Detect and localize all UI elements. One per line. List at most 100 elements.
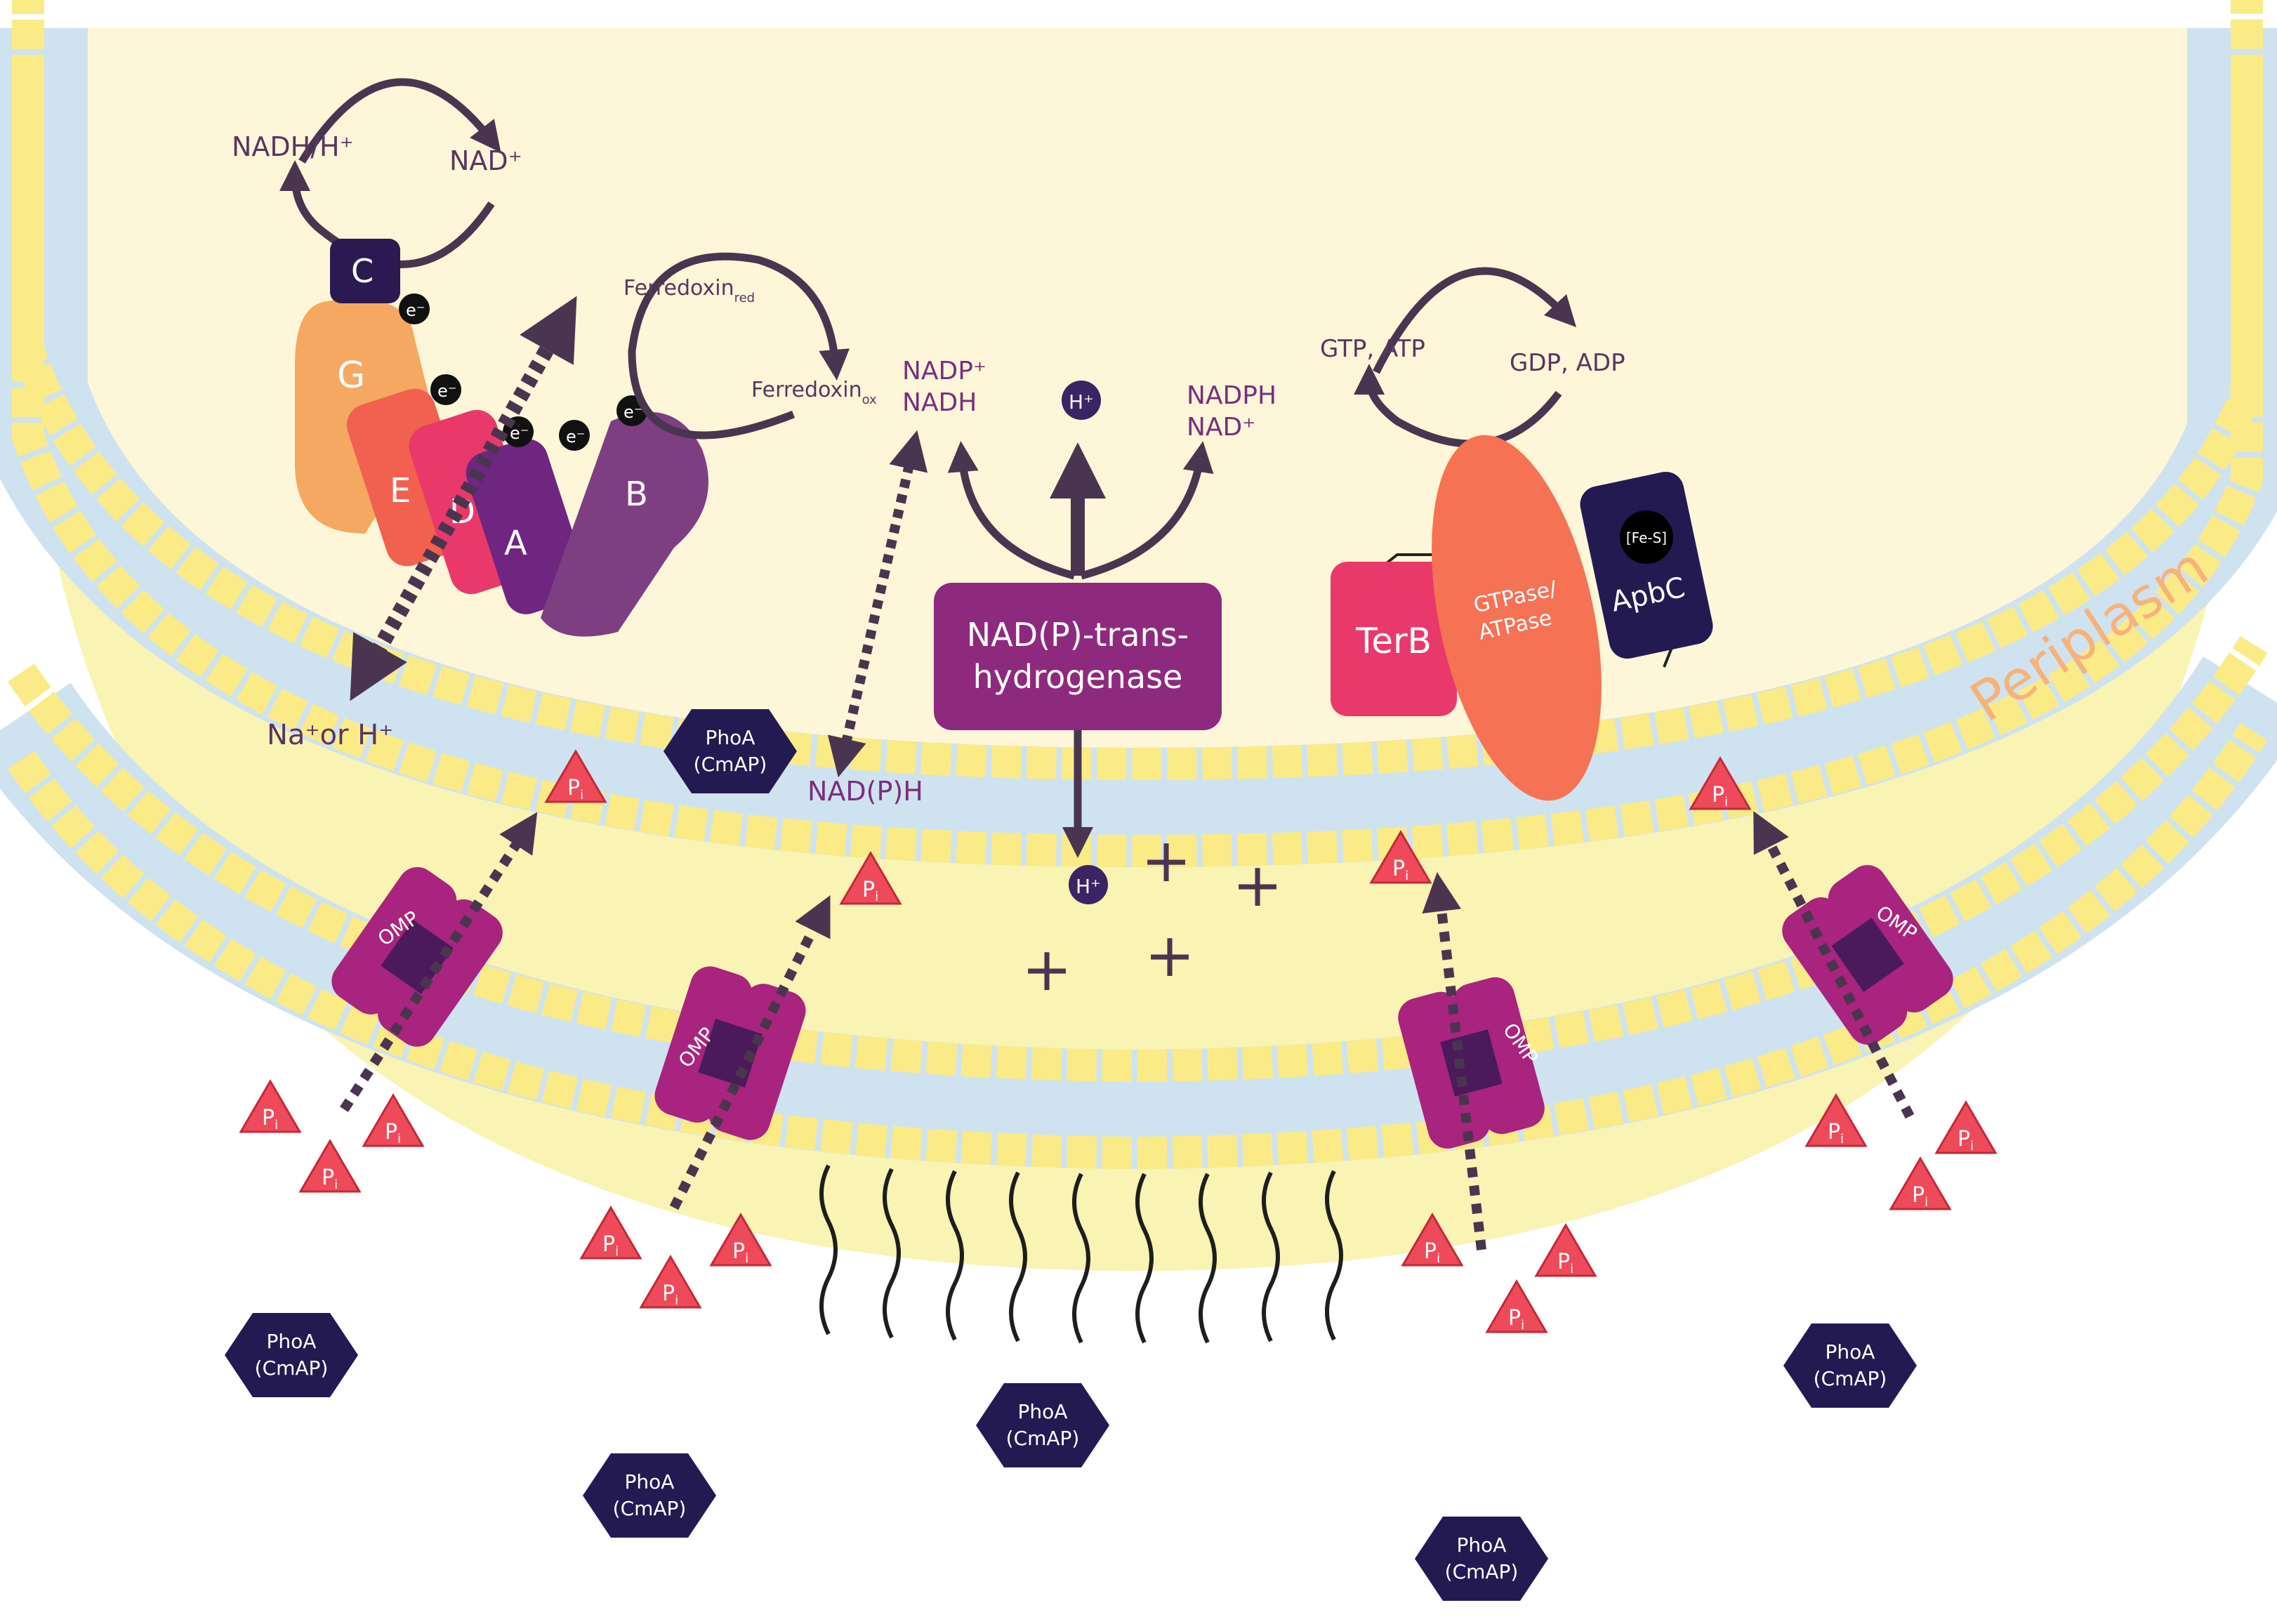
pi-3-sub: i: [1405, 869, 1408, 883]
svg-text:Pi: Pi: [385, 1120, 401, 1147]
phoa-3-label: PhoA: [625, 1470, 675, 1493]
phoa-4-sublabel: (CmAP): [1006, 1427, 1080, 1450]
phoa-6-sublabel: (CmAP): [1814, 1367, 1887, 1390]
svg-text:Pi: Pi: [1912, 1183, 1928, 1210]
ion-transport-arrow: [350, 296, 577, 701]
pi-12-p: P: [1557, 1250, 1570, 1274]
omp-arrow-1: [340, 812, 538, 1112]
phoa-5-label: PhoA: [1457, 1533, 1507, 1557]
rnf-subunit-b-label: B: [625, 475, 648, 514]
na-or-h-label: Na⁺or H⁺: [267, 719, 393, 751]
proton-top-label: H⁺: [1069, 390, 1094, 414]
phoa-6-label: PhoA: [1826, 1340, 1875, 1364]
transhydrogenase-left-arrow: [947, 441, 1076, 580]
pi-6: Pi: [362, 1093, 425, 1147]
pi-14-sub: i: [1840, 1132, 1844, 1147]
svg-text:Pi: Pi: [602, 1232, 619, 1259]
nadh-cycle-arrow-top: [298, 78, 501, 164]
fe-s-cluster: [1620, 510, 1673, 564]
phoa-6: PhoA (CmAP): [1783, 1323, 1917, 1408]
svg-text:Pi: Pi: [1557, 1250, 1573, 1276]
pi-13: Pi: [1485, 1279, 1548, 1333]
outer-membrane-heads-lower: [7, 722, 2268, 1170]
nad-plus-label-2: NAD⁺: [1187, 413, 1255, 442]
plus-sign-1: +: [1141, 826, 1192, 896]
ferredoxin-ox-text: Ferredoxin: [751, 378, 862, 402]
pi-1: Pi: [544, 749, 607, 803]
nadp-h-label: NAD(P)H: [807, 776, 923, 807]
pi-9-p: P: [732, 1239, 745, 1264]
ferredoxin-cycle-arrow: [628, 252, 850, 440]
pi-2-sub: i: [875, 890, 878, 904]
phoa-3-sublabel: (CmAP): [613, 1497, 687, 1520]
proton-top: [1062, 381, 1101, 420]
transhydrogenase-box: [934, 583, 1222, 730]
pi-13-p: P: [1508, 1306, 1521, 1331]
rnf-subunit-c: [330, 239, 400, 303]
pi-4-p: P: [1712, 783, 1724, 807]
svg-text:Pi: Pi: [1712, 783, 1728, 810]
gtp-cycle-arrow-bottom: [1354, 364, 1562, 448]
pi-11-sub: i: [1437, 1251, 1440, 1266]
pi-11: Pi: [1401, 1213, 1464, 1267]
phoa-5-sublabel: (CmAP): [1445, 1560, 1519, 1583]
pi-6-p: P: [385, 1120, 397, 1144]
proton-bottom-label: H⁺: [1076, 875, 1101, 898]
nadh-label-2: NADH: [902, 388, 977, 417]
phoa-1-label: PhoA: [706, 726, 755, 749]
phoa-3: PhoA (CmAP): [583, 1453, 716, 1538]
outer-membrane-heads-upper: [7, 635, 2268, 1083]
rnf-subunit-a-label: A: [504, 524, 527, 563]
pi-15: Pi: [1934, 1100, 1998, 1154]
pi-16-p: P: [1912, 1183, 1925, 1208]
gdp-adp-label: GDP, ADP: [1510, 349, 1625, 377]
svg-text:Pi: Pi: [1392, 857, 1408, 883]
pi-15-sub: i: [1970, 1139, 1974, 1154]
charge-signs: + + + +: [1022, 826, 1283, 1005]
electron-label-1: e⁻: [406, 301, 425, 320]
ferredoxin-red-label: Ferredoxinred: [623, 276, 755, 305]
phoa-enzymes: PhoA (CmAP) PhoA (CmAP) PhoA (CmAP) PhoA…: [225, 709, 1917, 1601]
pi-12-sub: i: [1570, 1262, 1573, 1276]
transhydrogenase-label-1: NAD(P)-trans-: [967, 616, 1189, 654]
omp-arrow-2: [669, 894, 831, 1210]
pi-7: Pi: [298, 1139, 362, 1193]
phoa-5: PhoA (CmAP): [1415, 1517, 1548, 1601]
nadh-label: NADH/H⁺: [232, 131, 354, 162]
nadp-plus-label: NADP⁺: [902, 357, 986, 385]
nadph-label: NADPH: [1187, 381, 1276, 410]
lps-chains: [819, 1164, 1343, 1344]
pi-9: Pi: [709, 1213, 772, 1267]
fe-s-label: [Fe-S]: [1626, 529, 1667, 546]
pi-1-p: P: [567, 776, 580, 800]
transhydrogenase: H⁺ NADPH NAD⁺ NAD(P)-trans- hydrogenase …: [934, 381, 1276, 904]
phoa-2-label: PhoA: [267, 1330, 317, 1353]
pi-16: Pi: [1889, 1156, 1952, 1210]
electron-label-4: e⁻: [566, 427, 585, 447]
transhydrogenase-label-2: hydrogenase: [973, 658, 1183, 696]
rnf-subunit-g-label: G: [337, 355, 365, 397]
rnf-subunit-c-label: C: [351, 252, 374, 290]
transhydrogenase-right-arrow: [1080, 441, 1214, 580]
plus-sign-3: +: [1022, 935, 1072, 1005]
svg-text:Pi: Pi: [732, 1239, 748, 1266]
svg-text:Pi: Pi: [1424, 1239, 1440, 1266]
phoa-1: PhoA (CmAP): [664, 709, 797, 793]
pi-8-sub: i: [615, 1244, 619, 1259]
pi-12: Pi: [1534, 1223, 1597, 1277]
phoa-1-sublabel: (CmAP): [694, 753, 767, 776]
gtpase-ellipse: [1432, 435, 1602, 801]
pi-10: Pi: [639, 1255, 702, 1309]
pi-6-sub: i: [397, 1132, 401, 1147]
pi-5: Pi: [239, 1079, 302, 1133]
pi-11-p: P: [1424, 1239, 1437, 1264]
pi-8-p: P: [602, 1232, 615, 1257]
outer-membrane: [0, 656, 2277, 1170]
pi-7-p: P: [322, 1166, 334, 1190]
pi-7-sub: i: [334, 1177, 338, 1192]
nadph-exchange-arrow: [827, 430, 928, 778]
pi-13-sub: i: [1521, 1318, 1524, 1333]
svg-text:Pi: Pi: [1958, 1127, 1974, 1154]
phoa-2: PhoA (CmAP): [225, 1313, 358, 1397]
